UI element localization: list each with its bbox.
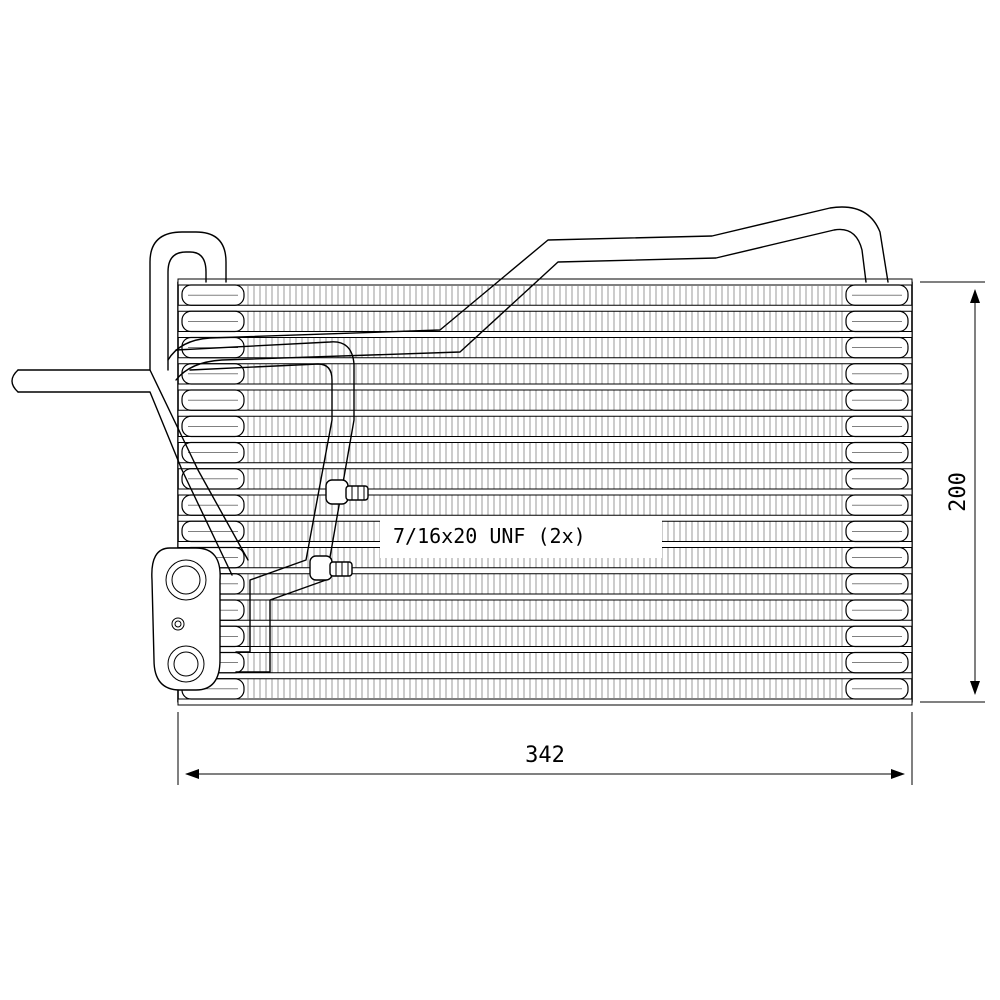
width-dimension: 342 [177,712,913,785]
threaded-connector-upper [325,479,369,505]
inner-pipe-loop [175,341,355,673]
width-dimension-label: 342 [525,743,565,768]
thread-annotation: 7/16x20 UNF (2x) [380,516,662,558]
height-dimension: 200 [920,281,985,703]
thread-spec-label: 7/16x20 UNF (2x) [393,524,586,548]
core-tube-rows [177,278,913,706]
inlet-pipe [11,369,249,576]
threaded-connector-lower [309,555,353,581]
evaporator-core [177,278,913,706]
upper-pipe [149,206,889,381]
mounting-flange [151,547,221,691]
right-header-tank [845,284,909,700]
height-dimension-label: 200 [946,472,971,512]
